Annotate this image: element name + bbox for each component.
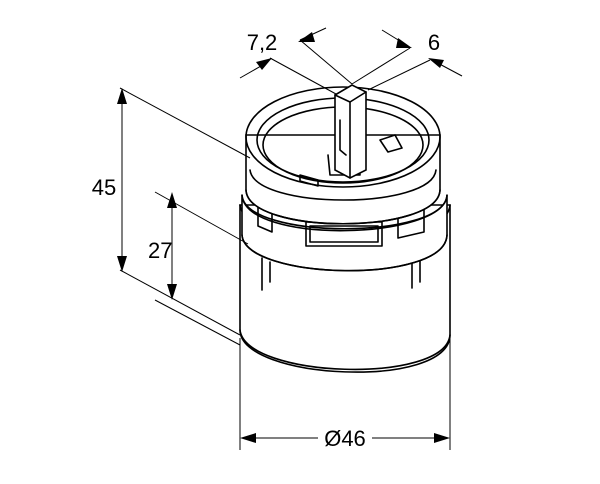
dimension-spindle: 7,2 6 — [239, 27, 463, 95]
dimension-height-total: 45 — [92, 87, 251, 336]
dimension-label-6: 6 — [428, 30, 440, 55]
dimension-label-7-2: 7,2 — [247, 30, 278, 55]
dimension-height-lower: 27 — [148, 191, 249, 346]
dimension-diameter: Ø46 — [239, 336, 451, 451]
dimension-label-27: 27 — [148, 238, 172, 263]
dimension-label-45: 45 — [92, 175, 116, 200]
dimension-label-diameter: Ø46 — [324, 426, 366, 451]
cartridge-spindle — [334, 84, 367, 179]
